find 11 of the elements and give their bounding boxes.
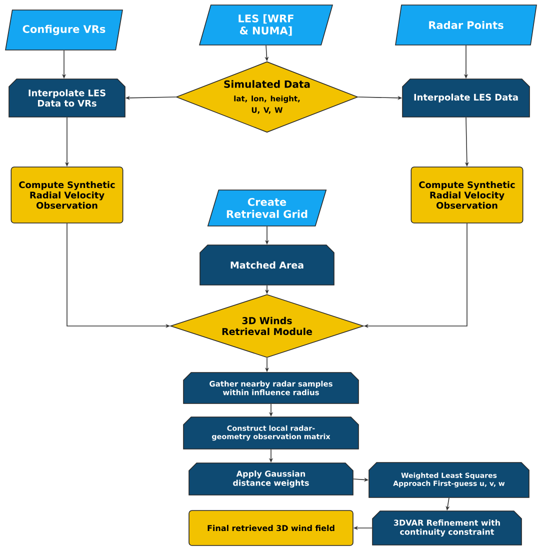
slanted-input-box: Configure VRs: [5, 10, 123, 50]
process-box: Compute Synthetic Radial Velocity Observation: [410, 166, 524, 224]
process-box: Interpolate LES Data: [402, 78, 530, 118]
process-box: 3DVAR Refinement with continuity constraint: [372, 510, 522, 546]
process-box: Matched Area: [200, 244, 334, 286]
process-box: Interpolate LES Data to VRs: [8, 78, 126, 118]
process-box: Final retrieved 3D wind field: [188, 510, 354, 546]
process-box: Compute Synthetic Radial Velocity Observation: [10, 166, 124, 224]
slanted-input-box: Create Retrieval Grid: [207, 190, 327, 226]
process-box: Apply Gaussian distance weights: [188, 462, 354, 496]
slanted-input-box: Radar Points: [395, 4, 537, 46]
